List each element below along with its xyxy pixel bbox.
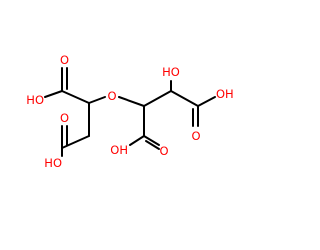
bond-c2-ether <box>88 96 106 104</box>
acid4-oh-label: OH <box>110 143 128 157</box>
bond-ether-c5 <box>118 96 145 107</box>
ether-oxygen-label: O <box>107 89 116 103</box>
bond-c1-oh <box>44 90 63 98</box>
acid2-oxo-label: O <box>60 111 69 125</box>
acid4-oxo-label: O <box>159 144 168 158</box>
acid3-oh-label: OH <box>216 87 234 101</box>
acid3-oxo-label: O <box>191 129 200 143</box>
bond-c8-oh <box>129 135 145 146</box>
acid1-oxo-label: O <box>60 53 69 67</box>
acid2-oh-label: HO <box>44 156 62 170</box>
atom-labels: O HO O HO O HO OH O OH O <box>26 53 233 170</box>
bonds <box>44 67 216 157</box>
bond-c5-c6 <box>143 90 172 107</box>
chemical-structure: O HO O HO O HO OH O OH O <box>26 53 233 170</box>
acid1-oh-label: HO <box>26 93 44 107</box>
bond-c3-c4 <box>61 135 90 149</box>
bond-c7-oh <box>197 96 216 107</box>
hydroxyl-label: HO <box>162 65 180 79</box>
bond-c8-oxo-double <box>145 140 160 150</box>
bond-c8-oxo <box>143 135 160 146</box>
bond-c1-c2 <box>61 90 90 104</box>
bond-c6-c7 <box>170 90 199 107</box>
